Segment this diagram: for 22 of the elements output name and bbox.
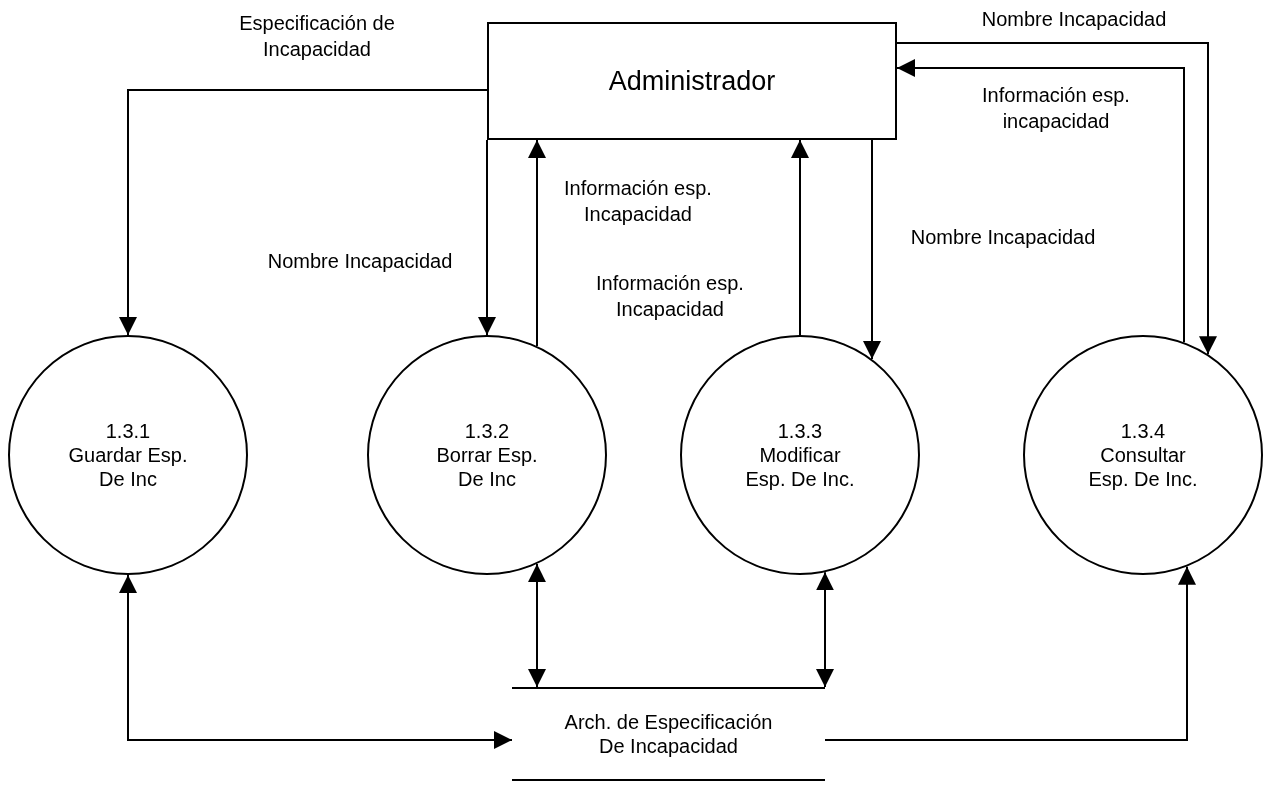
process-name: Consultar Esp. De Inc. [1087, 443, 1199, 491]
process-name: Modificar Esp. De Inc. [744, 443, 856, 491]
data-flow-arrow [863, 139, 881, 360]
process-number: 1.3.2 [463, 419, 511, 443]
data-flow-arrow [896, 42, 1217, 356]
data-flow-arrow [528, 563, 546, 688]
process-number: 1.3.1 [104, 419, 152, 443]
data-flow-arrow [816, 571, 834, 688]
data-flow-arrow [824, 565, 1196, 741]
data-flow-arrow [119, 574, 513, 749]
data-flow-arrow [896, 59, 1185, 344]
process-name: Borrar Esp. De Inc [435, 443, 539, 491]
data-flow-arrow [528, 139, 546, 347]
process-number: 1.3.4 [1119, 419, 1167, 443]
data-flow-arrow [119, 89, 488, 336]
data-flow-arrow [478, 139, 496, 336]
entity-name: Administrador [608, 65, 776, 97]
process-name: Guardar Esp. De Inc [67, 443, 189, 491]
entity-box [487, 22, 897, 140]
data-flow-arrow [791, 139, 809, 336]
data-store-name: Arch. de Especificación De Incapacidad [563, 710, 774, 758]
process-number: 1.3.3 [776, 419, 824, 443]
